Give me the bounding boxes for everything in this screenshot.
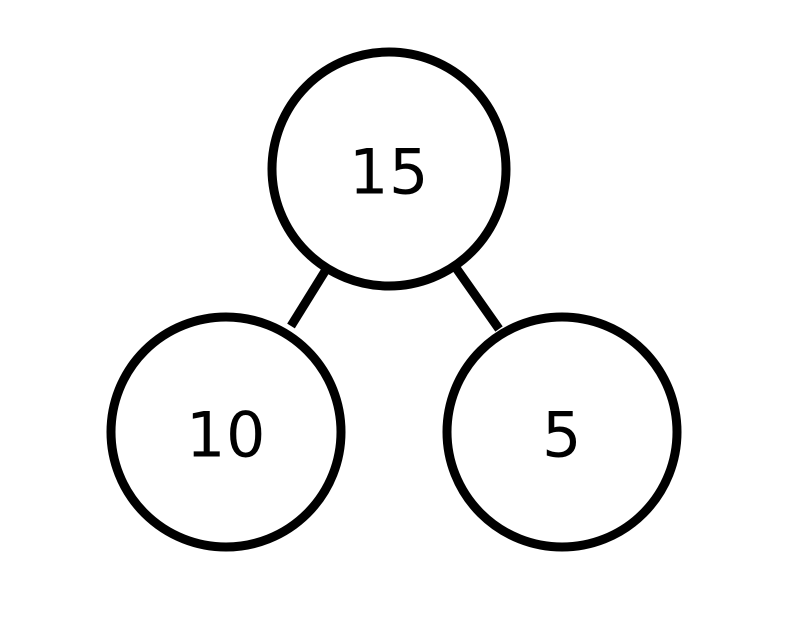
edge-group	[287, 262, 503, 332]
edge-root-to-left-child	[287, 265, 331, 329]
node-circle-root[interactable]	[267, 47, 511, 291]
tree-node-right-child[interactable]: 5	[442, 312, 682, 552]
edge-root-to-right-child	[450, 262, 503, 332]
node-circle-right-child[interactable]	[442, 312, 682, 552]
tree-node-root[interactable]: 15	[267, 47, 511, 291]
node-label-root: 15	[349, 136, 429, 209]
node-label-right-child: 5	[542, 399, 582, 472]
node-label-left-child: 10	[186, 399, 266, 472]
node-circle-left-child[interactable]	[106, 312, 346, 552]
node-group: 15 10 5	[106, 47, 682, 552]
tree-node-left-child[interactable]: 10	[106, 312, 346, 552]
